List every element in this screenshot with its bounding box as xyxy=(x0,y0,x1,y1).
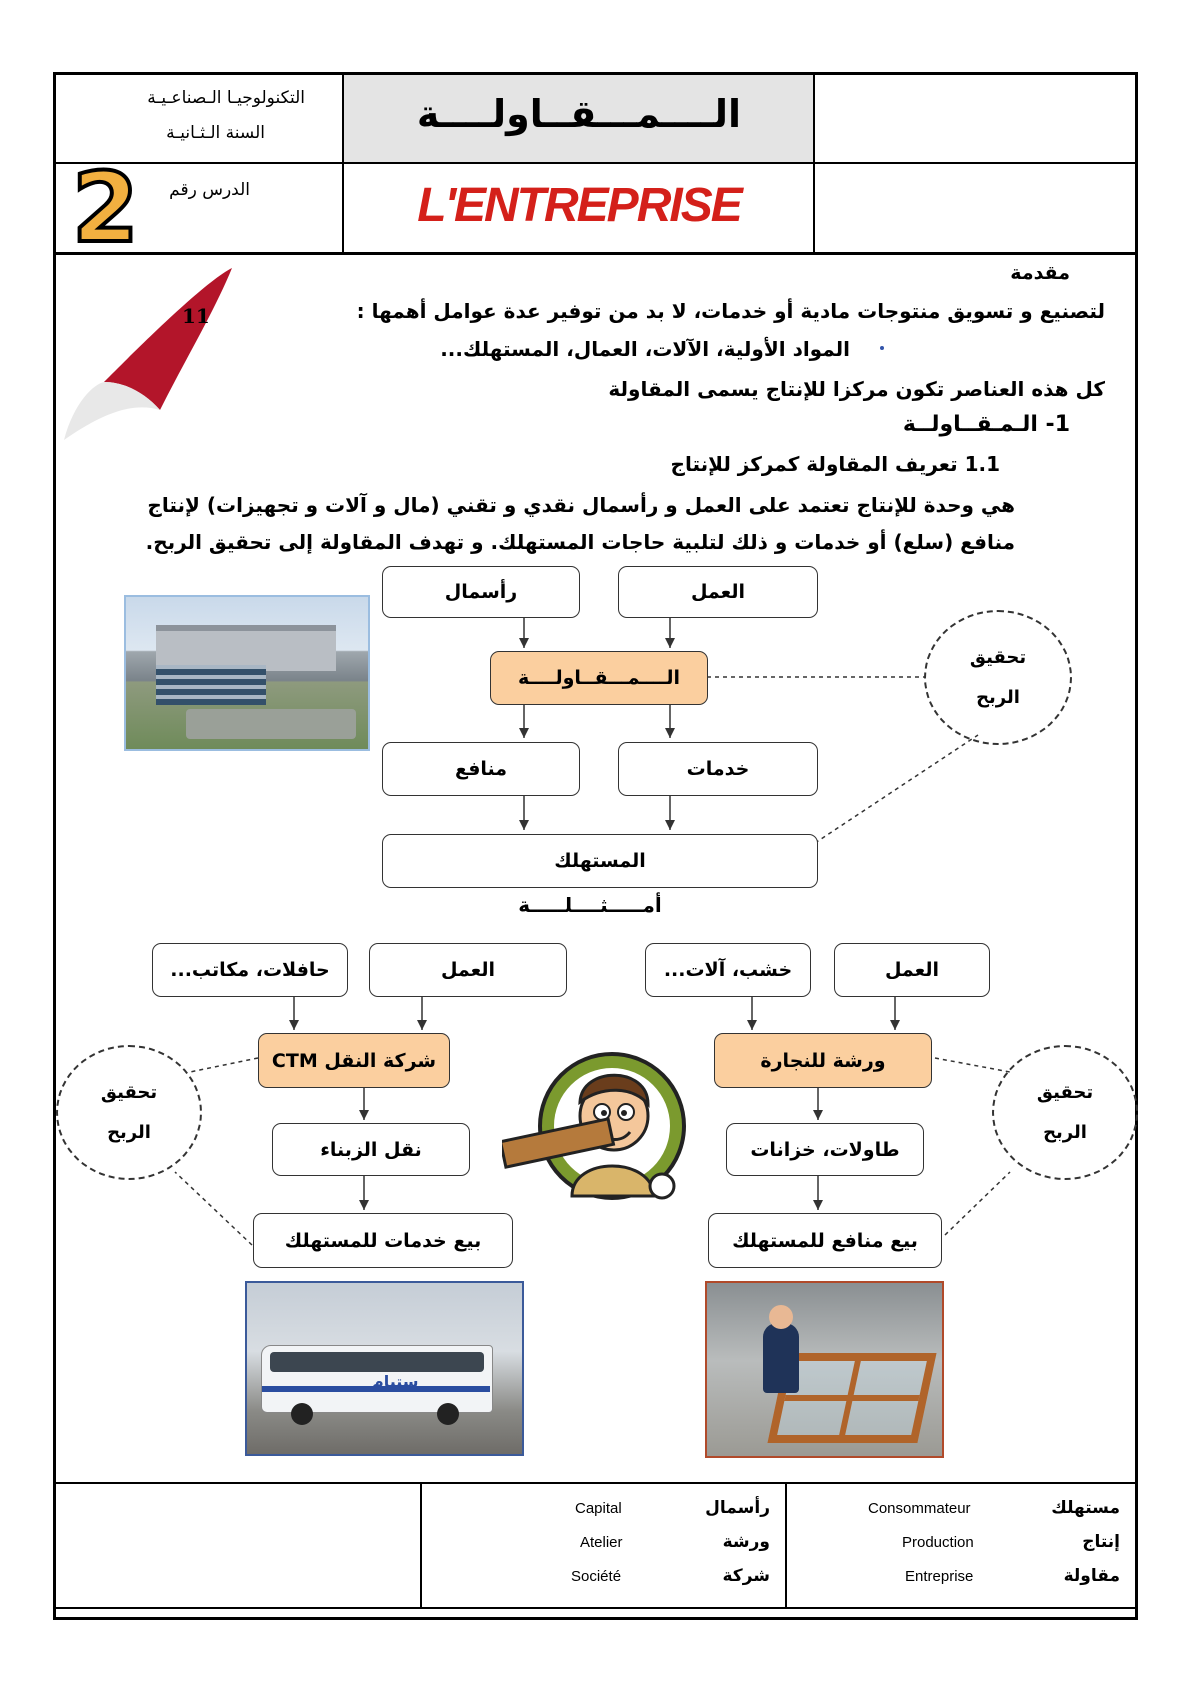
definition-line1: هي وحدة للإنتاج تعتمد على العمل و رأسمال… xyxy=(147,493,1015,517)
bus-wheel-rear xyxy=(437,1403,459,1425)
carpentry-input-wood-box: خشب، آلات... xyxy=(645,943,811,997)
glossary-fr-entreprise: Entreprise xyxy=(905,1568,974,1585)
section-1-heading: 1- الـمـقــاولــة xyxy=(850,412,1070,437)
profit-circle-left: تحقيق الربح xyxy=(56,1045,202,1180)
lesson-label: الدرس رقم xyxy=(169,180,250,200)
glossary-fr-production: Production xyxy=(902,1534,974,1551)
glossary-ar-capital: رأسمال xyxy=(705,1498,770,1518)
glossary-ar-societe: شركة xyxy=(722,1566,771,1586)
lesson-number: 2 xyxy=(70,152,141,264)
ctm-sale-box: بيع خدمات للمستهلك xyxy=(253,1213,513,1268)
profit-right-line1: تحقيق xyxy=(1036,1081,1094,1103)
profit-line1: تحقيق xyxy=(969,646,1027,668)
bus-stripe xyxy=(262,1386,490,1392)
carpentry-workshop-box: ورشة للنجارة xyxy=(714,1033,932,1088)
definition-line2: منافع (سلع) أو خدمات و ذلك لتلبية حاجات … xyxy=(145,530,1015,554)
glossary-ar-atelier: ورشة xyxy=(722,1532,770,1552)
glossary-fr-consommateur: Consommateur xyxy=(868,1500,971,1517)
profit-circle-right: تحقيق الربح xyxy=(992,1045,1138,1180)
bus-wheel-front xyxy=(291,1403,313,1425)
subsection-1-1-heading: 1.1 تعريف المقاولة كمركز للإنتاج xyxy=(640,452,1000,476)
bus-brand-text: ستيام xyxy=(372,1372,419,1391)
section-1-title: الـمـقــاولــة xyxy=(902,412,1038,437)
intro-line1: لتصنيع و تسويق منتوجات مادية أو خدمات، ل… xyxy=(356,299,1105,323)
glossary-ar-production: إنتاج xyxy=(1082,1532,1120,1552)
bus-body: ستيام xyxy=(261,1345,493,1413)
page-number: 11 xyxy=(182,304,210,328)
labor-box: العمل xyxy=(618,566,818,618)
bus-windows xyxy=(270,1352,484,1372)
header-divider xyxy=(56,162,1135,164)
glossary-fr-societe: Société xyxy=(571,1568,622,1585)
carpenter-cartoon xyxy=(502,1052,686,1200)
services-box: خدمات xyxy=(618,742,818,796)
bullet-dot xyxy=(880,346,884,350)
glossary-fr-capital: Capital xyxy=(575,1500,622,1517)
carpentry-sale-box: بيع منافع للمستهلك xyxy=(708,1213,942,1268)
header-col-divider-1 xyxy=(342,75,344,254)
consumer-box: المستهلك xyxy=(382,834,818,888)
page-title-ar: الــــمـــقــاولــــة xyxy=(416,92,742,136)
intro-line2: كل هذه العناصر تكون مركزا للإنتاج يسمى ا… xyxy=(608,377,1105,401)
header-bottom-border xyxy=(56,252,1135,255)
header-title-cell xyxy=(344,75,814,162)
enterprise-box: الــــمـــقــاولــــة xyxy=(490,651,708,705)
office-building xyxy=(156,665,266,705)
bus-photo: ستيام xyxy=(245,1281,524,1456)
parking-lot xyxy=(186,709,356,739)
footer-top-border xyxy=(56,1482,1135,1484)
glossary-ar-entreprise: مقاولة xyxy=(1063,1566,1120,1586)
subject-line2: السنة الـثـانيـة xyxy=(166,123,265,143)
carpentry-output-box: طاولات، خزانات xyxy=(726,1123,924,1176)
header-col-divider-2 xyxy=(813,75,815,254)
capital-box: رأسمال xyxy=(382,566,580,618)
ctm-company-box: شركة النقل CTM xyxy=(258,1033,450,1088)
profit-line2: الربح xyxy=(976,686,1020,708)
profit-left-line1: تحقيق xyxy=(100,1081,158,1103)
subsection-title: تعريف المقاولة كمركز للإنتاج xyxy=(670,452,958,476)
footer-col-divider-2 xyxy=(785,1482,787,1608)
ctm-input-labor-box: العمل xyxy=(369,943,567,997)
profit-right-line2: الربح xyxy=(1043,1121,1087,1143)
examples-title: أمـــــثــــلـــــة xyxy=(518,893,662,917)
subject-line1: التكنولوجيـا الـصناعـيـة xyxy=(147,88,305,108)
profit-left-line2: الربح xyxy=(107,1121,151,1143)
page-frame xyxy=(53,72,1138,1620)
factory-hall xyxy=(156,625,336,671)
subsection-number: 1.1 xyxy=(964,452,1000,476)
factory-image xyxy=(124,595,370,751)
worker-head xyxy=(769,1305,793,1329)
footer-bottom-border xyxy=(56,1607,1135,1609)
goods-box: منافع xyxy=(382,742,580,796)
page-curl-decoration xyxy=(64,262,236,440)
page-title-fr: L'ENTREPRISE xyxy=(417,179,742,232)
window-mullion-h xyxy=(784,1395,920,1401)
section-1-number: 1- xyxy=(1045,412,1070,437)
intro-bullet-text: المواد الأولية، الآلات، العمال، المستهلك… xyxy=(440,337,850,361)
workshop-photo xyxy=(705,1281,944,1458)
worker-figure xyxy=(763,1323,799,1393)
glossary-fr-atelier: Atelier xyxy=(580,1534,623,1551)
ctm-output-box: نقل الزبناء xyxy=(272,1123,470,1176)
profit-circle-main: تحقيق الربح xyxy=(924,610,1072,745)
carpentry-input-labor-box: العمل xyxy=(834,943,990,997)
ctm-input-buses-box: حافلات، مكاتب... xyxy=(152,943,348,997)
glossary-ar-consommateur: مستهلك xyxy=(1051,1498,1120,1518)
intro-heading: مقدمة xyxy=(1010,262,1070,284)
footer-col-divider-1 xyxy=(420,1482,422,1608)
